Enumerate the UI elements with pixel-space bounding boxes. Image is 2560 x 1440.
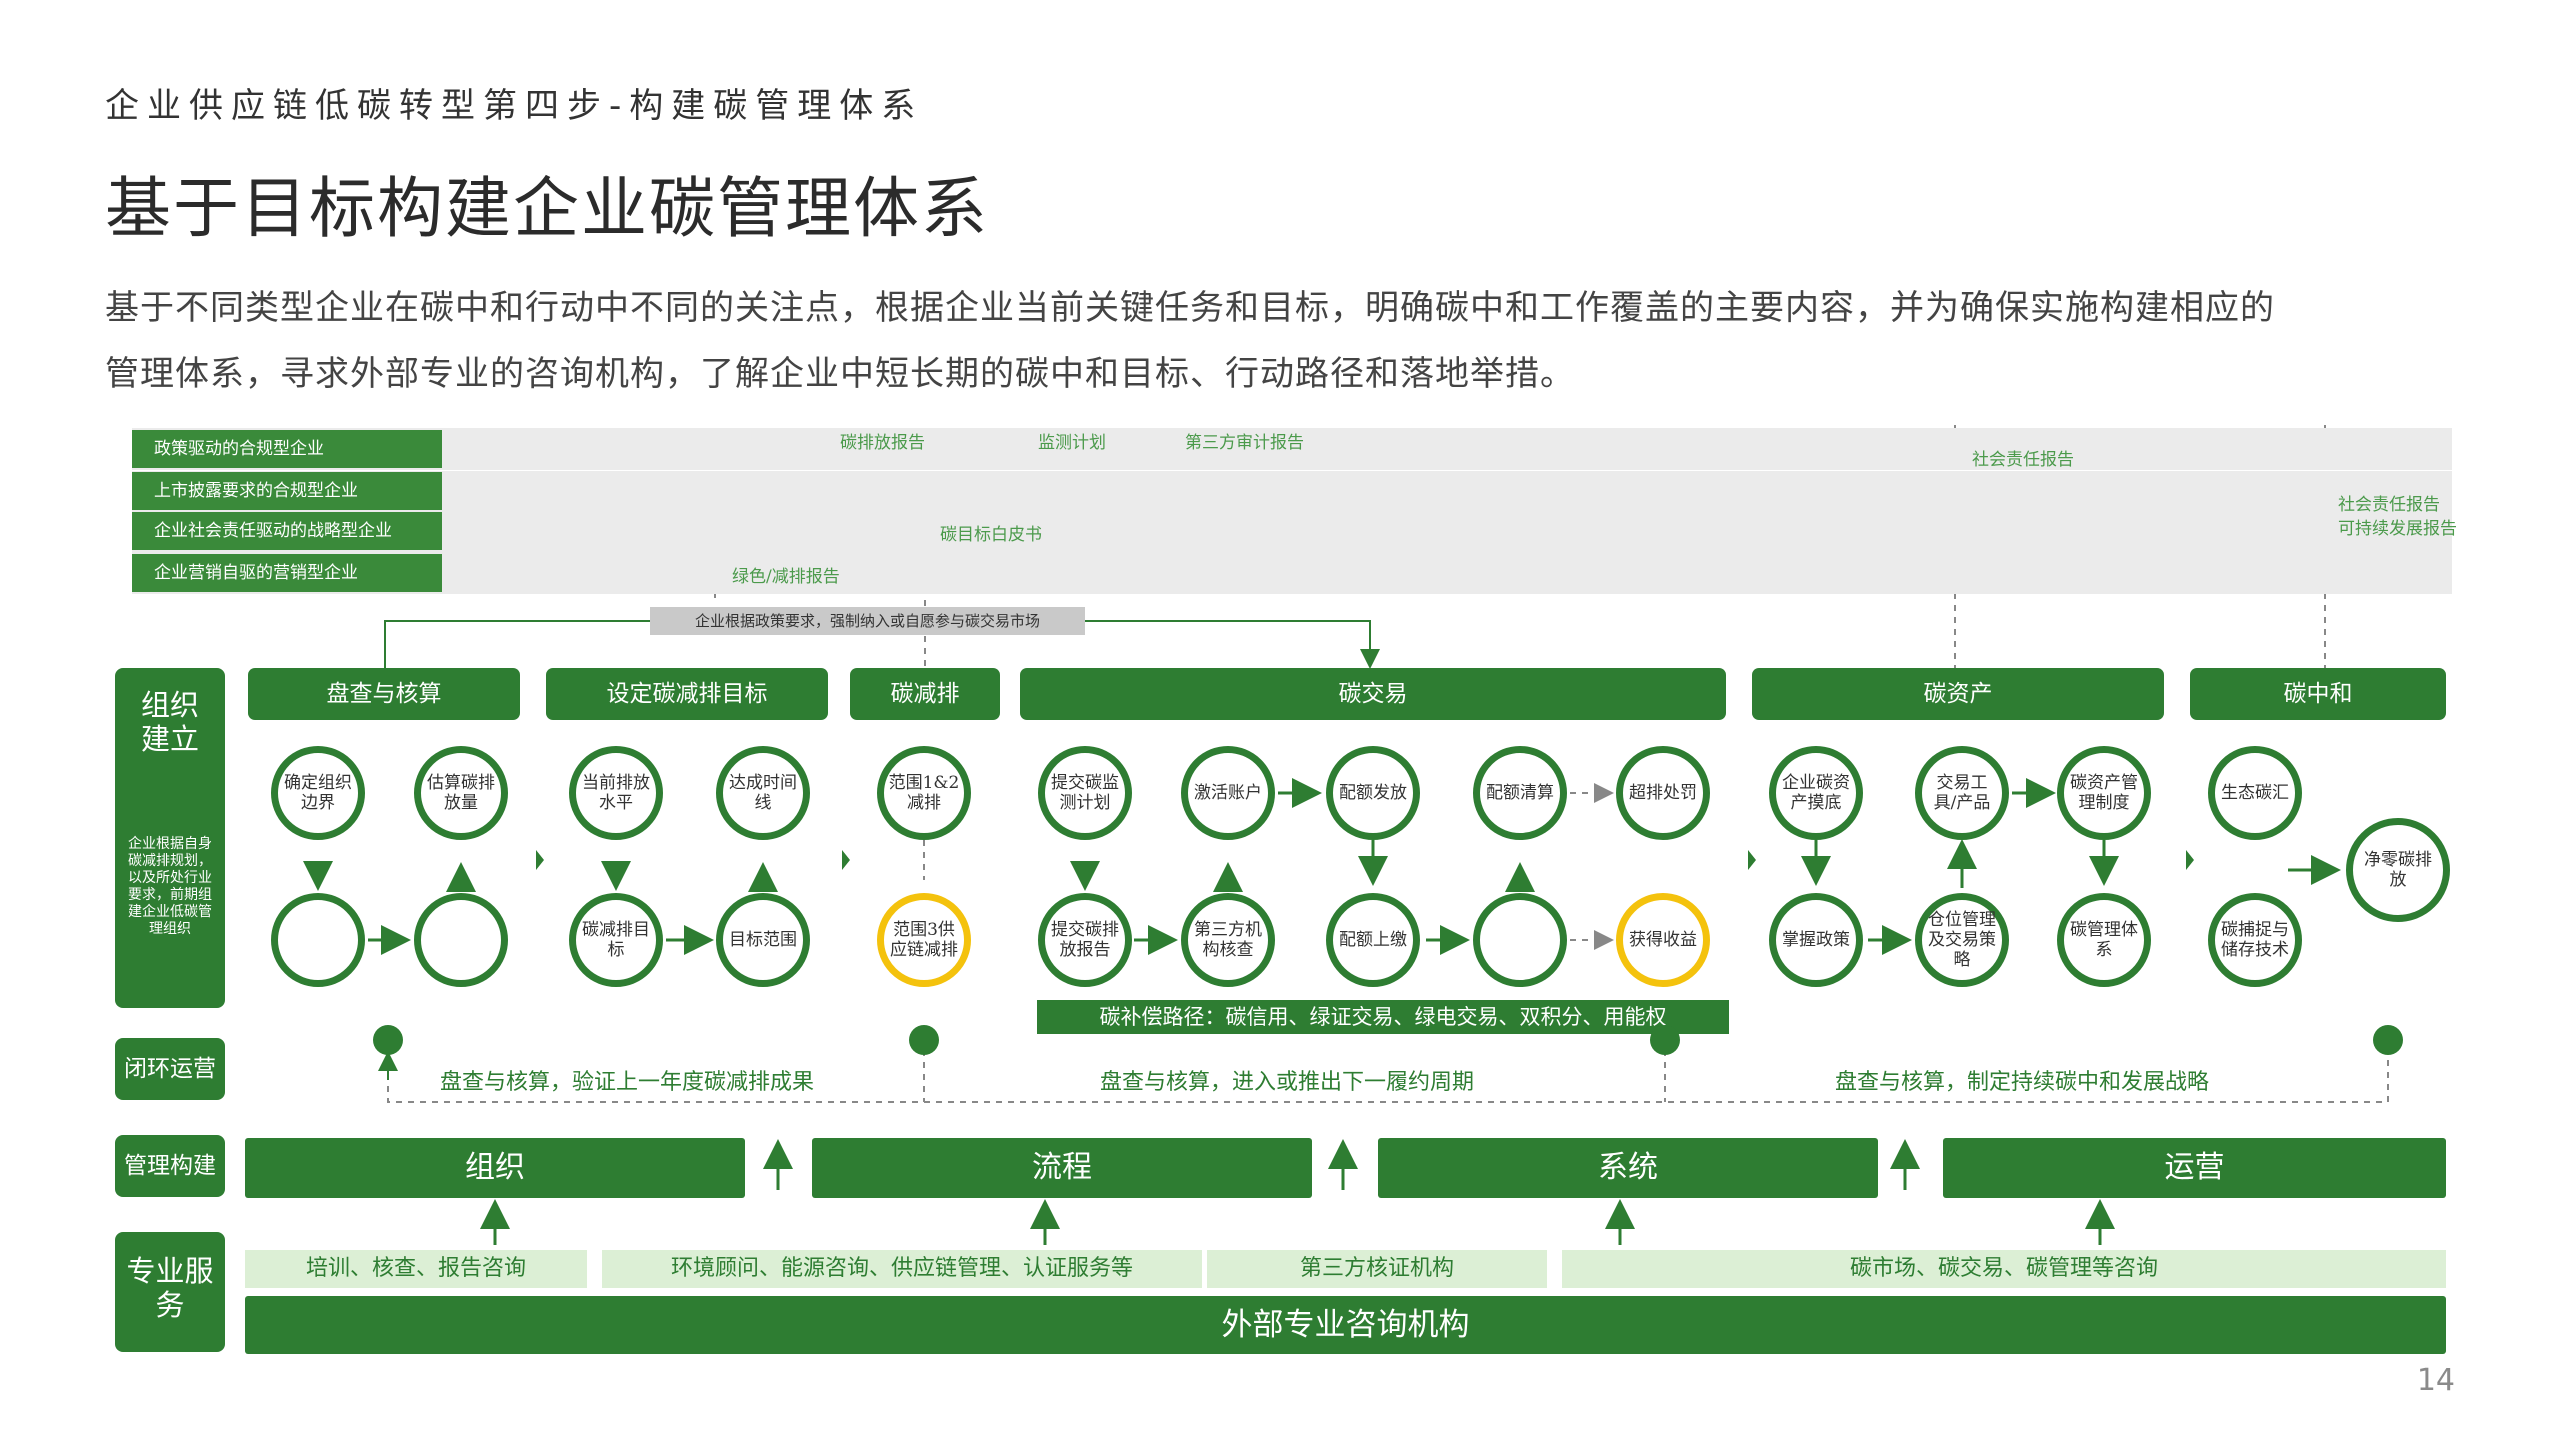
flow-label-whitepaper: 碳目标白皮书 (940, 525, 1042, 545)
node-allowance-submit: 配额上缴 (1326, 893, 1420, 987)
compensation-paths: 碳补偿路径：碳信用、绿证交易、绿电交易、双积分、用能权 (1037, 1000, 1729, 1034)
loop-dot-2 (909, 1025, 939, 1055)
node-reduction-target: 碳减排目标 (569, 893, 663, 987)
mgmt-organization: 组织 (245, 1138, 745, 1198)
phase-neutrality: 碳中和 (2190, 668, 2446, 720)
phase-set-target: 设定碳减排目标 (546, 668, 828, 720)
service-training: 培训、核查、报告咨询 (245, 1250, 587, 1288)
flow-label-csr-report-2: 社会责任报告 (2338, 495, 2440, 515)
node-timeline: 达成时间线 (716, 746, 810, 840)
page-subtitle: 企业供应链低碳转型第四步-构建碳管理体系 (105, 86, 924, 126)
node-allowance-issue: 配额发放 (1326, 746, 1420, 840)
flow-label-green-report: 绿色/减排报告 (732, 567, 840, 587)
node-empty-1 (271, 893, 365, 987)
flow-label-third-party-audit: 第三方审计报告 (1185, 433, 1304, 453)
node-org-boundary: 确定组织边界 (271, 746, 365, 840)
node-asset-mgmt-policy: 碳资产管理制度 (2057, 746, 2151, 840)
flow-label-emission-report: 碳排放报告 (840, 433, 925, 453)
node-penalty: 超排处罚 (1616, 746, 1710, 840)
phase-reduction: 碳减排 (850, 668, 1000, 720)
band-row-2 (132, 471, 2452, 513)
node-scope3: 范围3供应链减排 (877, 893, 971, 987)
external-consulting-bar: 外部专业咨询机构 (245, 1296, 2446, 1354)
node-scope12: 范围1&2减排 (877, 746, 971, 840)
node-allowance-clear: 配额清算 (1473, 746, 1567, 840)
band-row-3 (132, 510, 2452, 552)
side-mgmt-build: 管理构建 (115, 1135, 225, 1197)
node-carbon-mgmt-system: 碳管理体系 (2057, 893, 2151, 987)
mgmt-system: 系统 (1378, 1138, 1878, 1198)
node-master-policy: 掌握政策 (1769, 893, 1863, 987)
loop-dot-4 (2373, 1025, 2403, 1055)
node-trading-tools: 交易工具/产品 (1915, 746, 2009, 840)
intro-line-1: 基于不同类型企业在碳中和行动中不同的关注点，根据企业当前关键任务和目标，明确碳中… (105, 288, 2275, 328)
band-label-compliance-listing: 上市披露要求的合规型企业 (132, 472, 442, 510)
node-ccs: 碳捕捉与储存技术 (2208, 893, 2302, 987)
flow-label-monitoring-plan: 监测计划 (1038, 433, 1106, 453)
service-carbon-market: 碳市场、碳交易、碳管理等咨询 (1562, 1250, 2446, 1288)
flow-label-csr-report: 社会责任报告 (1972, 450, 2074, 470)
band-label-compliance-policy: 政策驱动的合规型企业 (132, 430, 442, 468)
node-net-zero: 净零碳排放 (2346, 818, 2450, 922)
side-loop-ops: 闭环运营 (115, 1038, 225, 1100)
node-activate-account: 激活账户 (1181, 746, 1275, 840)
node-eco-sink: 生态碳汇 (2208, 746, 2302, 840)
side-org-title: 组织建立 (140, 688, 199, 756)
mgmt-process: 流程 (812, 1138, 1312, 1198)
phase-inventory: 盘查与核算 (248, 668, 520, 720)
loop-caption-2: 盘查与核算，进入或推出下一履约周期 (1100, 1070, 1475, 1095)
loop-dot-3 (1650, 1025, 1680, 1055)
carbon-market-note: 企业根据政策要求，强制纳入或自愿参与碳交易市场 (650, 607, 1085, 635)
node-third-party-verify: 第三方机构核查 (1181, 893, 1275, 987)
phase-assets: 碳资产 (1752, 668, 2164, 720)
page-title: 基于目标构建企业碳管理体系 (105, 170, 989, 247)
side-pro-service: 专业服务 (115, 1232, 225, 1352)
node-empty-3 (1473, 893, 1567, 987)
phase-trading: 碳交易 (1020, 668, 1726, 720)
node-submit-report: 提交碳排放报告 (1038, 893, 1132, 987)
service-third-party: 第三方核证机构 (1207, 1250, 1547, 1288)
side-org-setup: 组织建立 企业根据自身碳减排规划，以及所处行业要求，前期组建企业低碳管理组织 (115, 668, 225, 1008)
loop-caption-3: 盘查与核算，制定持续碳中和发展战略 (1835, 1070, 2210, 1095)
node-asset-survey: 企业碳资产摸底 (1769, 746, 1863, 840)
intro-line-2: 管理体系，寻求外部专业的咨询机构，了解企业中短长期的碳中和目标、行动路径和落地举… (105, 354, 1575, 394)
page-number: 14 (2416, 1363, 2455, 1398)
node-submit-monitoring: 提交碳监测计划 (1038, 746, 1132, 840)
service-consulting: 环境顾问、能源咨询、供应链管理、认证服务等 (602, 1250, 1202, 1288)
mgmt-operation: 运营 (1943, 1138, 2446, 1198)
band-label-strategic: 企业社会责任驱动的战略型企业 (132, 512, 442, 550)
node-estimate-emissions: 估算碳排放量 (414, 746, 508, 840)
node-target-scope: 目标范围 (716, 893, 810, 987)
loop-dot-1 (373, 1025, 403, 1055)
band-row-4 (132, 552, 2452, 594)
node-empty-2 (414, 893, 508, 987)
loop-caption-1: 盘查与核算，验证上一年度碳减排成果 (440, 1070, 815, 1095)
side-org-desc: 企业根据自身碳减排规划，以及所处行业要求，前期组建企业低碳管理组织 (128, 836, 212, 937)
node-gain-revenue: 获得收益 (1616, 893, 1710, 987)
flow-label-sustainability-report: 可持续发展报告 (2338, 519, 2457, 539)
band-label-marketing: 企业营销自驱的营销型企业 (132, 554, 442, 592)
node-position-strategy: 仓位管理及交易策略 (1915, 893, 2009, 987)
node-current-level: 当前排放水平 (569, 746, 663, 840)
band-row-1 (132, 428, 2452, 470)
